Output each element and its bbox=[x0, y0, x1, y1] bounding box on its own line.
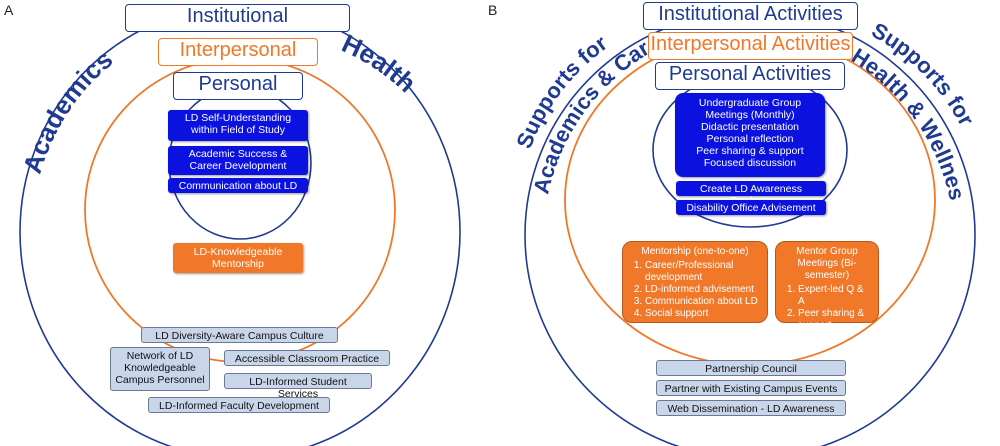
personal-label-a: Personal bbox=[173, 72, 303, 100]
web-dissemination-box: Web Dissemination - LD Awareness bbox=[656, 400, 846, 416]
network-personnel-box: Network of LD Knowledgeable Campus Perso… bbox=[110, 347, 210, 391]
student-services-box: LD-Informed Student Services bbox=[224, 373, 372, 400]
panel-b-letter: B bbox=[488, 2, 498, 18]
list-item: Expert-led Q & A bbox=[798, 284, 872, 308]
academic-success-box: Academic Success & Career Development bbox=[168, 146, 308, 175]
group-meetings-line: Personal reflection bbox=[706, 133, 794, 146]
group-meetings-line: Meetings (Monthly) bbox=[705, 109, 795, 122]
partnership-council-box: Partnership Council bbox=[656, 360, 846, 376]
group-meetings-line: Focused discussion bbox=[703, 157, 797, 170]
personal-activities-label: Personal Activities bbox=[655, 62, 845, 90]
accessible-classroom-box: Accessible Classroom Practice bbox=[224, 350, 390, 366]
academics-arc-label: Academics bbox=[17, 44, 118, 177]
panel-a-letter: A bbox=[4, 2, 14, 18]
ld-self-understanding-box: LD Self-Understanding within Field of St… bbox=[168, 110, 308, 141]
health-arc-label: Health bbox=[337, 28, 422, 98]
ld-awareness-products-box: Create LD Awareness Products bbox=[676, 181, 826, 207]
institutional-activities-label: Institutional Activities bbox=[643, 2, 858, 30]
faculty-development-box: LD-Informed Faculty Development bbox=[148, 397, 330, 413]
communication-about-ld-box: Communication about LD bbox=[168, 178, 308, 193]
interpersonal-circle-a bbox=[84, 57, 396, 363]
group-meetings-line: Undergraduate Group bbox=[698, 97, 802, 109]
mentor-group-list: Expert-led Q & A Peer sharing & support bbox=[782, 284, 872, 332]
mentorship-box: Mentorship (one-to-one) Career/Professio… bbox=[622, 241, 768, 323]
diversity-aware-culture-box: LD Diversity-Aware Campus Culture bbox=[141, 327, 338, 343]
mentor-group-box: Mentor Group Meetings (Bi-semester) Expe… bbox=[775, 241, 879, 331]
list-item: LD-informed advisement bbox=[645, 284, 761, 296]
group-meetings-line: Didactic presentation bbox=[700, 121, 800, 134]
list-item: Peer sharing & support bbox=[798, 308, 872, 332]
disability-office-box: Disability Office Advisement bbox=[676, 200, 826, 215]
institutional-label-a: Institutional bbox=[125, 4, 350, 32]
group-meetings-line: Peer sharing & support bbox=[696, 145, 804, 158]
mentorship-list: Career/Professional development LD-infor… bbox=[629, 260, 761, 320]
interpersonal-label-a: Interpersonal bbox=[158, 38, 318, 66]
list-item: Communication about LD bbox=[645, 296, 761, 308]
list-item: Career/Professional development bbox=[645, 260, 761, 284]
campus-events-box: Partner with Existing Campus Events bbox=[656, 380, 846, 396]
ld-knowledgeable-mentorship-box: LD-Knowledgeable Mentorship bbox=[173, 243, 303, 273]
mentorship-title: Mentorship (one-to-one) bbox=[641, 246, 749, 257]
group-meetings-box: Undergraduate Group Meetings (Monthly) D… bbox=[675, 93, 825, 177]
list-item: Social support bbox=[645, 308, 761, 320]
mentor-group-title: Mentor Group Meetings (Bi-semester) bbox=[796, 246, 858, 281]
interpersonal-activities-label: Interpersonal Activities bbox=[648, 32, 853, 60]
